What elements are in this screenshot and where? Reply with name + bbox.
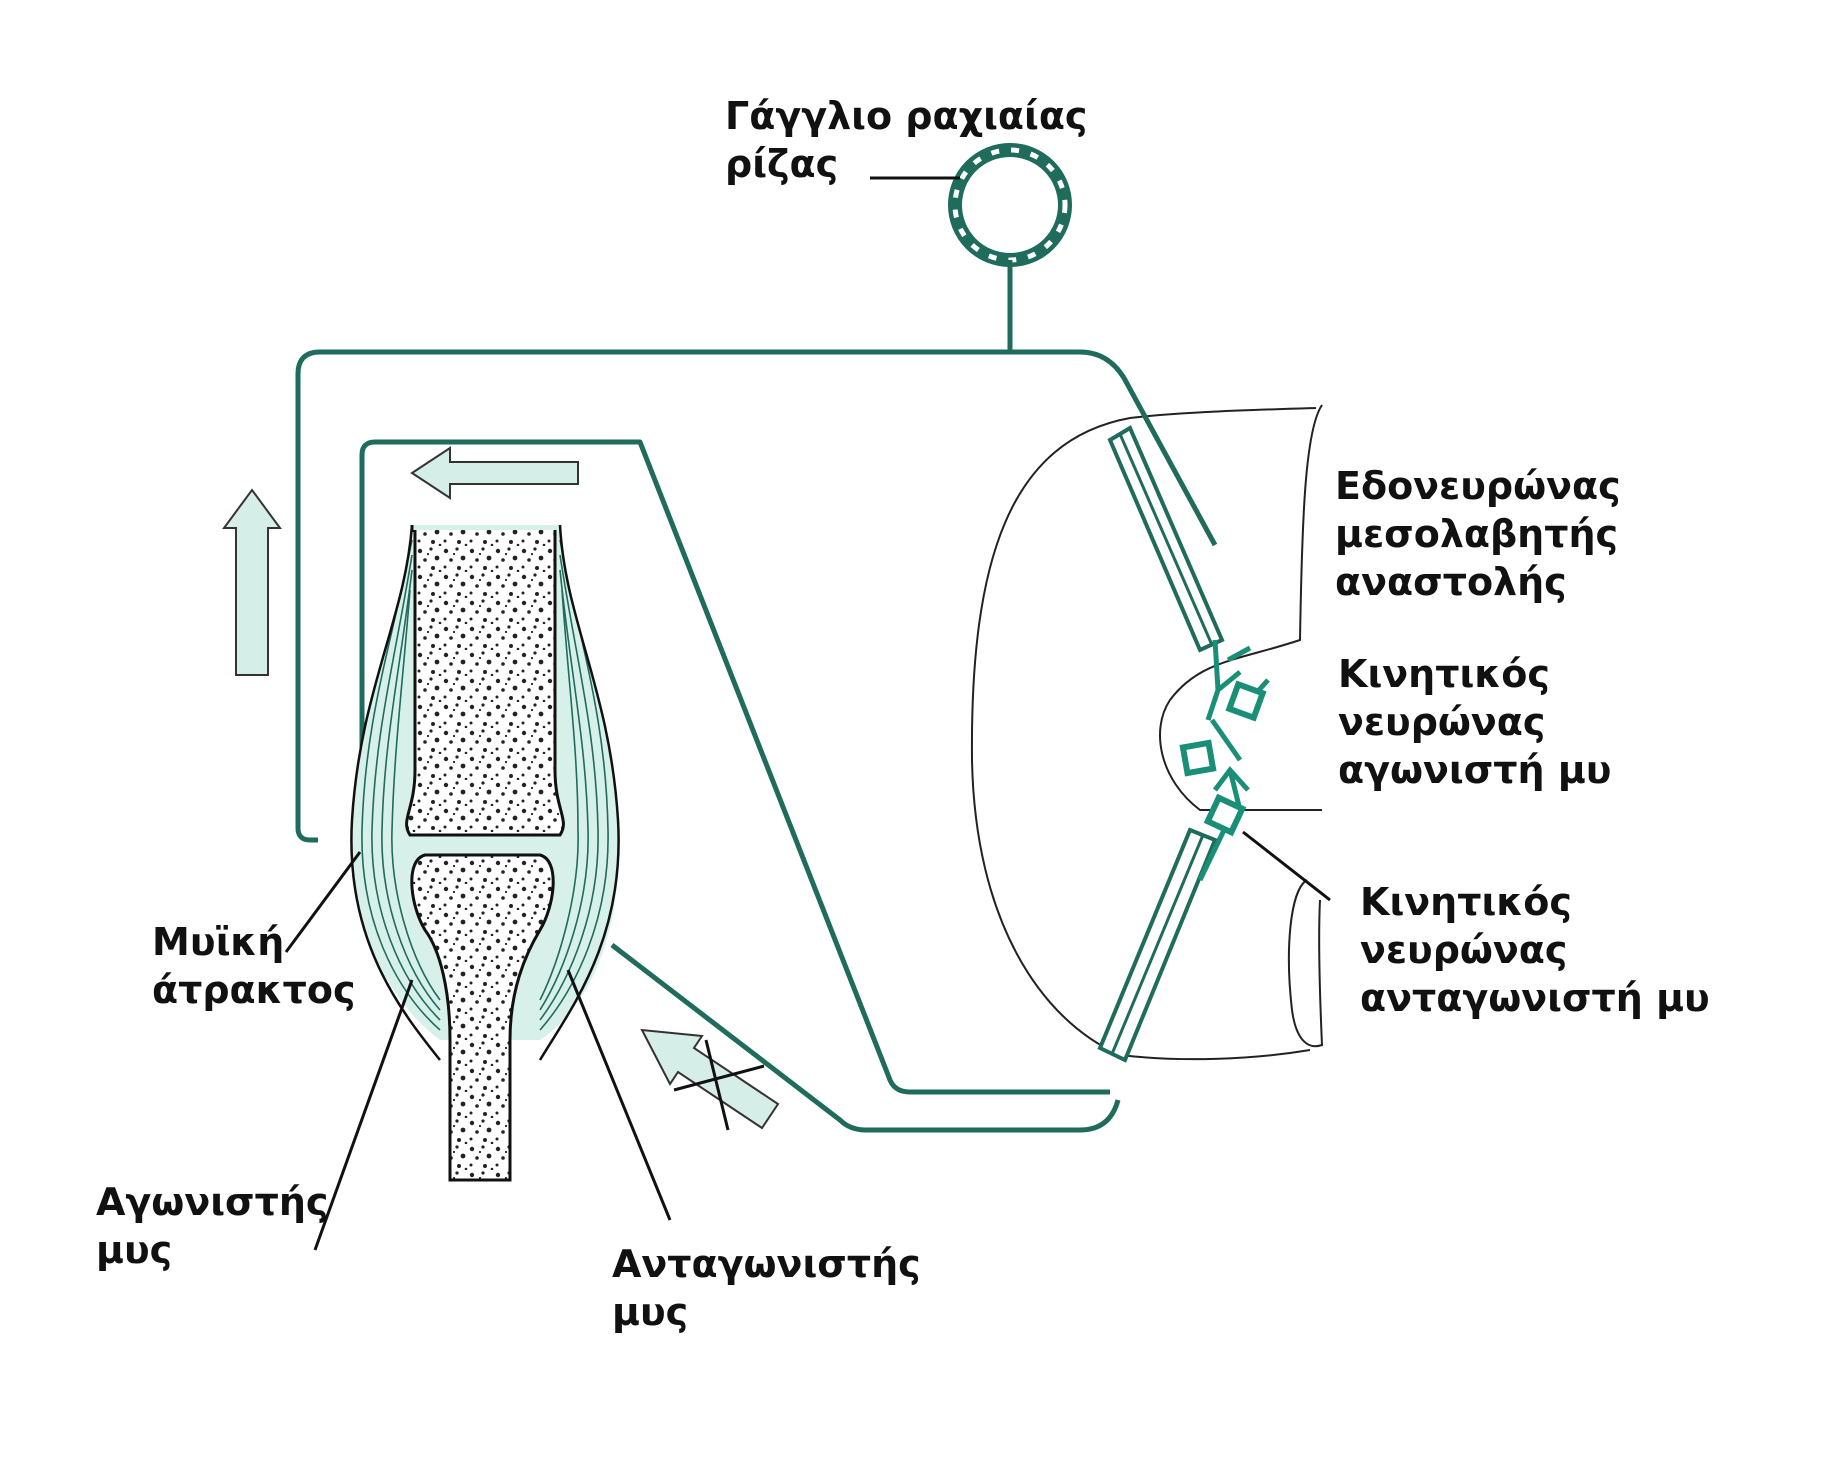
agonist-motor-neuron-line3: αγωνιστή μυ — [1338, 748, 1612, 792]
muscle-spindle-line1: Μυϊκή — [152, 920, 285, 964]
interneuron-label: Εδονευρώνας μεσολαβητής αναστολής — [1335, 462, 1621, 606]
interneuron-label-line1: Εδονευρώνας — [1335, 464, 1621, 508]
interneuron-label-line3: αναστολής — [1335, 560, 1567, 604]
antagonist-motor-neuron-line1: Κινητικός — [1360, 880, 1572, 924]
ganglion-label-line1: Γάγγλιο ραχιαίας — [725, 94, 1088, 138]
antagonist-motor-neuron-label: Κινητικός νευρώνας ανταγωνιστή μυ — [1360, 878, 1710, 1022]
nerve-pathways — [295, 143, 1218, 1133]
muscle-outline-left — [350, 524, 441, 1061]
ganglion-label: Γάγγλιο ραχιαίας ρίζας — [725, 92, 1087, 188]
efferent-agonist-path — [358, 439, 1110, 1095]
agonist-motor-neuron-cell — [1179, 739, 1217, 777]
agonist-muscle-line1: Αγωνιστής — [96, 1180, 329, 1224]
agonist-muscle-line2: μυς — [96, 1228, 173, 1272]
muscle-spindle-line2: άτρακτος — [152, 968, 356, 1012]
joint-illustration — [350, 524, 620, 1182]
ventral-root — [1097, 827, 1218, 1063]
antagonist-motor-neuron-line2: νευρώνας — [1360, 928, 1568, 972]
antagonist-muscle-label: Ανταγωνιστής μυς — [612, 1240, 921, 1336]
ventral-root-outline — [1288, 879, 1324, 1048]
antagonist-motor-neuron-cell — [1203, 793, 1247, 837]
agonist-motor-neuron-line1: Κινητικός — [1338, 652, 1550, 696]
upper-bone — [405, 530, 565, 837]
antagonist-muscle-line1: Ανταγωνιστής — [612, 1242, 921, 1286]
lower-bone — [410, 853, 555, 1182]
spinal-cord-outline — [970, 407, 1317, 1061]
agonist-muscle-label: Αγωνιστής μυς — [96, 1178, 328, 1274]
antagonist-neuron-leader — [1242, 830, 1331, 902]
agonist-motor-neuron-line2: νευρώνας — [1338, 700, 1546, 744]
antagonist-muscle-line2: μυς — [612, 1290, 689, 1334]
antagonist-muscle-leader — [566, 969, 672, 1221]
grey-matter-outline — [1159, 404, 1323, 811]
spinal-cord — [970, 404, 1324, 1061]
afferent-up-arrow — [222, 488, 282, 676]
agonist-motor-neuron-label: Κινητικός νευρώνας αγωνιστή μυ — [1338, 650, 1611, 794]
spindle-leader — [284, 851, 362, 953]
muscle-outline-right — [538, 524, 620, 1061]
efferent-antagonist-path — [610, 943, 1121, 1133]
efferent-left-arrow — [410, 446, 579, 500]
interneuron-label-line2: μεσολαβητής — [1335, 512, 1619, 556]
afferent-outer-path — [295, 349, 1218, 843]
dorsal-root — [1107, 425, 1225, 653]
ganglion-label-line2: ρίζας — [725, 142, 839, 186]
antagonist-motor-neuron-line3: ανταγωνιστή μυ — [1360, 976, 1710, 1020]
muscle-spindle-label: Μυϊκή άτρακτος — [152, 918, 356, 1014]
neuron-cluster — [1179, 639, 1270, 882]
inhibition-cross — [673, 1039, 765, 1131]
leader-lines — [284, 176, 1331, 1251]
agonist-muscle-leader — [313, 979, 414, 1251]
interneuron-cell — [1225, 680, 1267, 722]
